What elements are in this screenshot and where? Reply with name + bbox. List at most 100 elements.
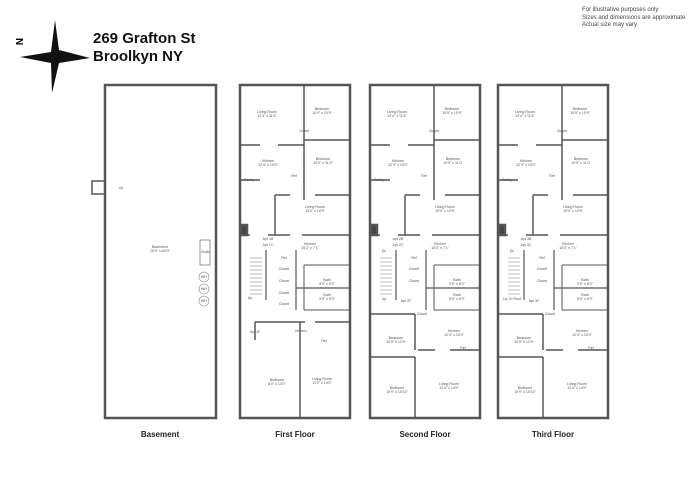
room-dimensions: 10'9" x 12'9" [386, 340, 406, 345]
address-city: Broolkyn NY [93, 48, 184, 65]
disclaimer-text: For illustrative purposes only Sizes and… [582, 7, 685, 30]
room-name: Dn [509, 249, 515, 253]
room-name: Ref [411, 256, 417, 260]
room-name: Bedroom [389, 386, 405, 390]
boiler [199, 239, 211, 266]
room-name: Bedroom [315, 157, 331, 161]
room-name: Closet [278, 279, 290, 283]
room-name: Apt 3B [520, 237, 532, 241]
room-label: Closet [299, 129, 309, 133]
room-dimensions: 10'9" x 10'9" [312, 111, 332, 116]
room-label: Pantry [244, 178, 254, 182]
room-name: Bedroom [269, 378, 285, 382]
room-name: Living Room [439, 382, 459, 386]
room-label: Apt 3F [529, 299, 540, 303]
water-heater-label: WH [201, 275, 207, 279]
room-label: Pantry [374, 178, 384, 182]
room-dimensions: 12'4" x 10'0" [444, 333, 464, 338]
room-name: Living Room [515, 110, 535, 114]
room-label: Apt 2B [393, 237, 404, 241]
room-name: Kitchen [448, 329, 460, 333]
room-dimensions: 12'4" x 10'0" [258, 163, 278, 168]
room-name: Living Room [567, 382, 587, 386]
room-name: Bedroom [444, 107, 460, 111]
floor-label-second: Second Floor [399, 430, 451, 439]
room-name: Kitchen [576, 329, 588, 333]
room-name: Living Room [257, 110, 277, 114]
disclaimer-line: Actual size may vary [582, 22, 638, 28]
room-name: Kitchen [562, 242, 574, 246]
room-name: Bath [453, 278, 461, 282]
room-name: Living Room [435, 205, 455, 209]
room-dimensions: 15'3" x 10'9" [563, 209, 583, 214]
room-name: Apt 2C [392, 243, 404, 247]
room-label: Ref [549, 174, 555, 178]
room-label: Ref [460, 346, 466, 350]
room-label: Closet [279, 291, 289, 295]
room-name: Ref [421, 174, 427, 178]
room-name: Pantry [373, 178, 385, 182]
room-label: Closet [537, 267, 547, 271]
room-name: Apt 3C [520, 243, 532, 247]
room-name: Living Room [387, 110, 407, 114]
room-name: Up [381, 297, 387, 301]
room-label: Apt 3B [521, 237, 532, 241]
room-name: Closet [408, 279, 420, 283]
room-name: Bath [581, 278, 589, 282]
room-label: Ref [321, 339, 327, 343]
room-name: Living Room [563, 205, 583, 209]
room-label: Apt 1C [263, 243, 274, 247]
room-name: Closet [408, 267, 420, 271]
room-dimensions: 15'3" x 10'9" [305, 209, 325, 214]
room-name: Bedroom [573, 157, 589, 161]
room-name: Ref [539, 256, 545, 260]
room-name: Closet [428, 129, 440, 133]
room-label: Pantry [502, 178, 512, 182]
room-name: Ref [549, 174, 555, 178]
compass-north-label: N [13, 38, 24, 45]
room-label: Closet [417, 312, 427, 316]
room-dimensions: 9'9" x 5'0" [449, 297, 465, 302]
room-name: Bedroom [517, 386, 533, 390]
room-name: Closet [298, 129, 310, 133]
room-name: Bath [323, 278, 331, 282]
room-name: Kitchen [304, 242, 316, 246]
floor-label-third: Third Floor [531, 430, 575, 439]
room-label: Ref [421, 174, 427, 178]
water-heater-icon [198, 295, 210, 307]
room-label: Ref [588, 346, 594, 350]
room-name: Closet [536, 279, 548, 283]
room-label: Ref [291, 174, 297, 178]
room-label: Closet [537, 279, 547, 283]
water-heater-label: WH [201, 287, 207, 291]
room-dimensions: 12'4" x 14'0" [567, 386, 587, 391]
room-name: Apt 2F [400, 299, 412, 303]
floor-outline [238, 83, 352, 420]
room-label: Apt 2F [401, 299, 412, 303]
room-name: Up [247, 296, 253, 300]
room-label: Apt 1B [263, 237, 274, 241]
room-label: Up [382, 297, 387, 301]
room-name: Pantry [243, 178, 255, 182]
room-name: Bath [453, 293, 461, 297]
room-label: Dn [382, 249, 387, 253]
room-label: Apt 3C [521, 243, 532, 247]
room-name: Closet [544, 312, 556, 316]
room-name: Ref [460, 346, 466, 350]
